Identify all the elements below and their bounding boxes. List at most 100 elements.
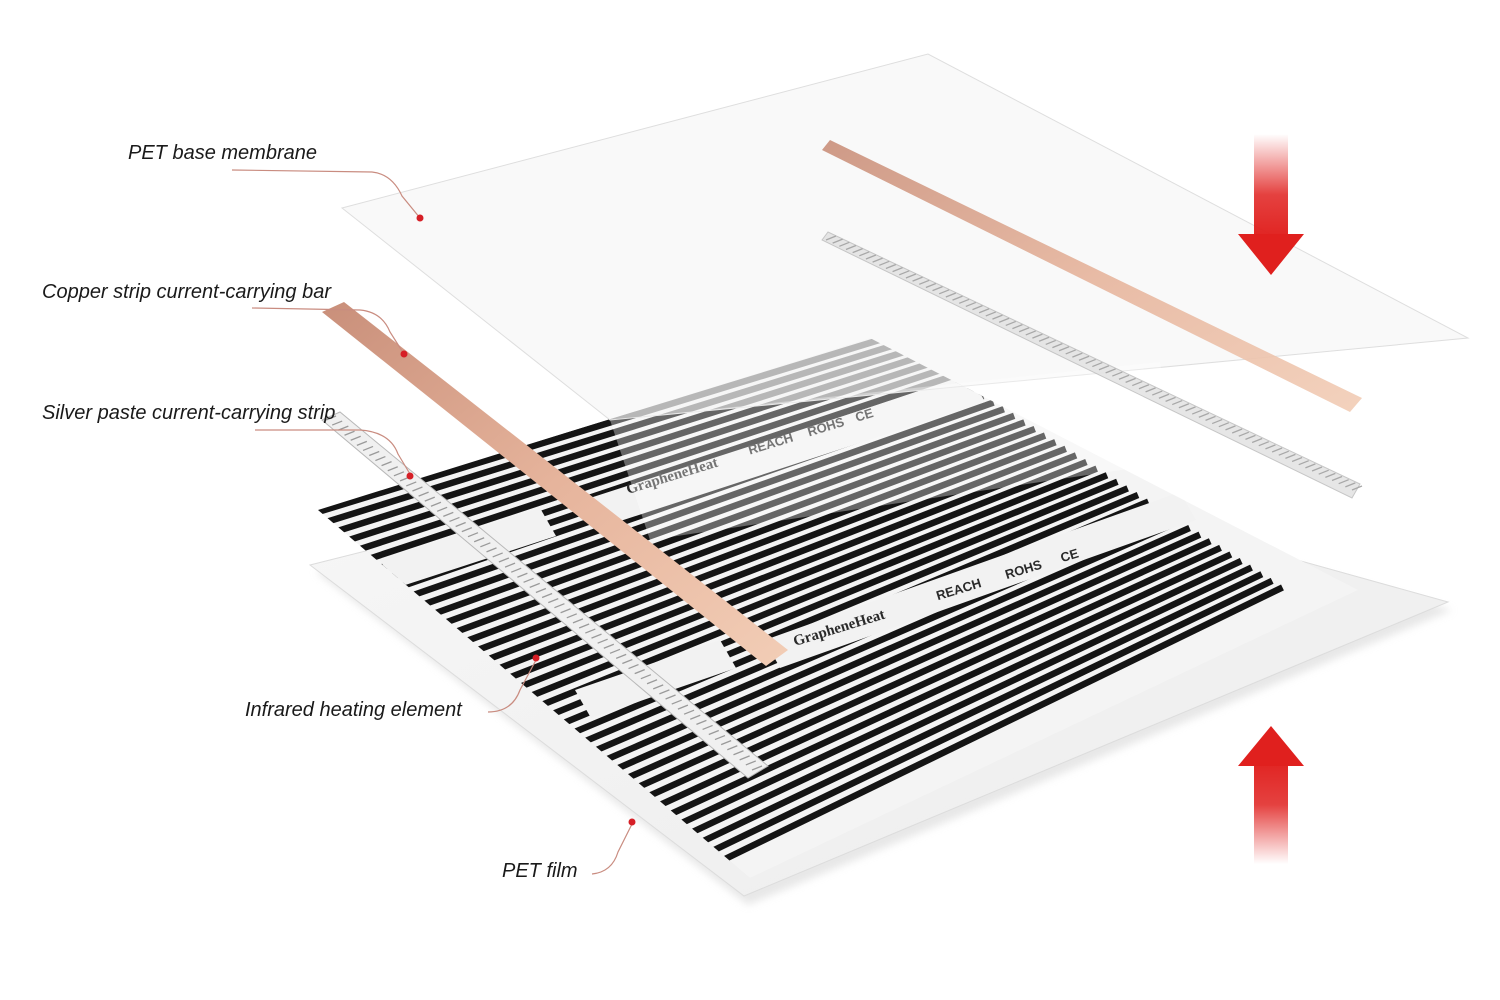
silver-strip-tooth [1205, 415, 1216, 421]
leader-copper-strip [251, 307, 405, 355]
silver-strip-tooth [498, 557, 510, 563]
callout-dot-pet-base-membrane [416, 214, 424, 222]
silver-strip-tooth [1025, 330, 1036, 336]
silver-strip-tooth [1158, 393, 1170, 399]
label-band-3 [380, 508, 556, 588]
silver-strip-tooth [461, 526, 473, 533]
silver-strip-tooth [449, 516, 460, 523]
silver-strip-tooth [952, 295, 963, 301]
label-pet-film: PET film [502, 860, 578, 882]
silver-strip-tooth [1211, 418, 1223, 425]
silver-strip-tooth [609, 648, 621, 654]
silver-strip-tooth [1191, 409, 1203, 415]
heating-stripe [649, 551, 1233, 827]
silver-strip-tooth [965, 301, 977, 308]
silver-strip-tooth [578, 623, 590, 629]
silver-strip-tooth [504, 562, 516, 568]
silver-strip-tooth [492, 552, 503, 558]
silver-strip-tooth [852, 248, 863, 254]
silver-strip-tooth [978, 308, 990, 314]
silver-strip-tooth [1138, 384, 1150, 390]
silver-strip-tooth [560, 608, 571, 614]
silver-strip-tooth [659, 689, 670, 695]
silver-strip-tooth [1325, 472, 1336, 478]
silver-strip-tooth [1018, 327, 1030, 333]
silver-strip-tooth [898, 270, 910, 276]
silver-strip-tooth [615, 653, 627, 660]
silver-strip-tooth [1171, 399, 1183, 406]
silver-strip-tooth [548, 598, 559, 604]
silver-strip-tooth [1298, 460, 1309, 466]
silver-strip-tooth [683, 709, 695, 715]
silver-strip-tooth [517, 572, 528, 578]
silver-strip-tooth [1085, 358, 1096, 365]
silver-strip-tooth [945, 292, 957, 298]
silver-strip-tooth [879, 260, 890, 266]
silver-strip-tooth [634, 669, 645, 675]
silver-strip-tooth [566, 613, 578, 619]
silver-strip-tooth [1112, 371, 1123, 377]
silver-strip-tooth [845, 244, 857, 251]
silver-strip-tooth [832, 238, 843, 244]
silver-strip-tooth [652, 684, 664, 690]
silver-strip-tooth [1098, 365, 1110, 371]
silver-strip-tooth [720, 740, 732, 746]
silver-strip-tooth [1118, 374, 1130, 380]
silver-strip-tooth [412, 486, 423, 492]
silver-strip-tooth [1178, 403, 1190, 409]
silver-strip-tooth [839, 241, 850, 247]
silver-strip-tooth [381, 461, 392, 467]
silver-strip-tooth [455, 521, 466, 528]
silver-strip-tooth [1338, 479, 1349, 485]
silver-strip-tooth [1038, 336, 1050, 342]
copper-strip-right [822, 140, 1362, 412]
silver-strip-tooth [467, 532, 479, 538]
silver-strip-tooth [430, 501, 442, 507]
silver-strip-tooth [486, 547, 497, 553]
silver-strip-tooth [1265, 444, 1276, 450]
silver-strip-tooth [393, 471, 405, 477]
silver-strip-tooth [912, 276, 923, 282]
heating-stripe [659, 558, 1243, 836]
heating-stripe [701, 584, 1284, 873]
silver-strip-tooth [350, 435, 361, 441]
silver-strip-tooth [356, 440, 368, 446]
heating-stripe [680, 571, 1264, 855]
silver-strip-tooth [1291, 456, 1303, 463]
silver-strip-tooth [424, 496, 436, 502]
leader-silver-paste [255, 429, 411, 475]
silver-strip-tooth [344, 430, 355, 436]
silver-strip-tooth [510, 567, 522, 573]
leader-pet-base-membrane [231, 169, 421, 219]
silver-strip-tooth [859, 251, 870, 257]
silver-strip-tooth [622, 658, 633, 665]
silver-strip-tooth [591, 633, 602, 639]
silver-strip-tooth [362, 445, 374, 452]
heating-stripe [670, 564, 1253, 845]
callout-dot-infrared-element [532, 654, 540, 662]
arrow-up-icon [1238, 726, 1304, 864]
silver-strip-tooth [473, 537, 485, 543]
silver-strip-tooth [702, 724, 713, 731]
callout-dot-pet-film [628, 818, 636, 826]
silver-strip-tooth [1125, 377, 1136, 384]
silver-strip-tooth [1032, 333, 1043, 339]
silver-strip-tooth [535, 587, 547, 594]
silver-strip-tooth [1331, 475, 1343, 482]
silver-strip-tooth [1165, 396, 1176, 402]
silver-strip-tooth [825, 235, 837, 241]
callout-dot-copper-strip [400, 350, 408, 358]
silver-strip-tooth [597, 638, 608, 644]
film-ce-text-2: CE [1059, 545, 1081, 565]
silver-strip-tooth [872, 257, 883, 263]
silver-strip-tooth [418, 491, 429, 497]
silver-strip-tooth [387, 466, 398, 472]
silver-strip-tooth [1278, 450, 1290, 456]
silver-strip-tooth [406, 481, 417, 487]
silver-strip-tooth [1245, 434, 1256, 440]
silver-strip-tooth [325, 415, 337, 421]
silver-strip-tooth [751, 765, 763, 771]
silver-strip-tooth [585, 628, 596, 634]
silver-strip-tooth [646, 679, 658, 685]
film-ce-text-1: CE [853, 405, 875, 425]
